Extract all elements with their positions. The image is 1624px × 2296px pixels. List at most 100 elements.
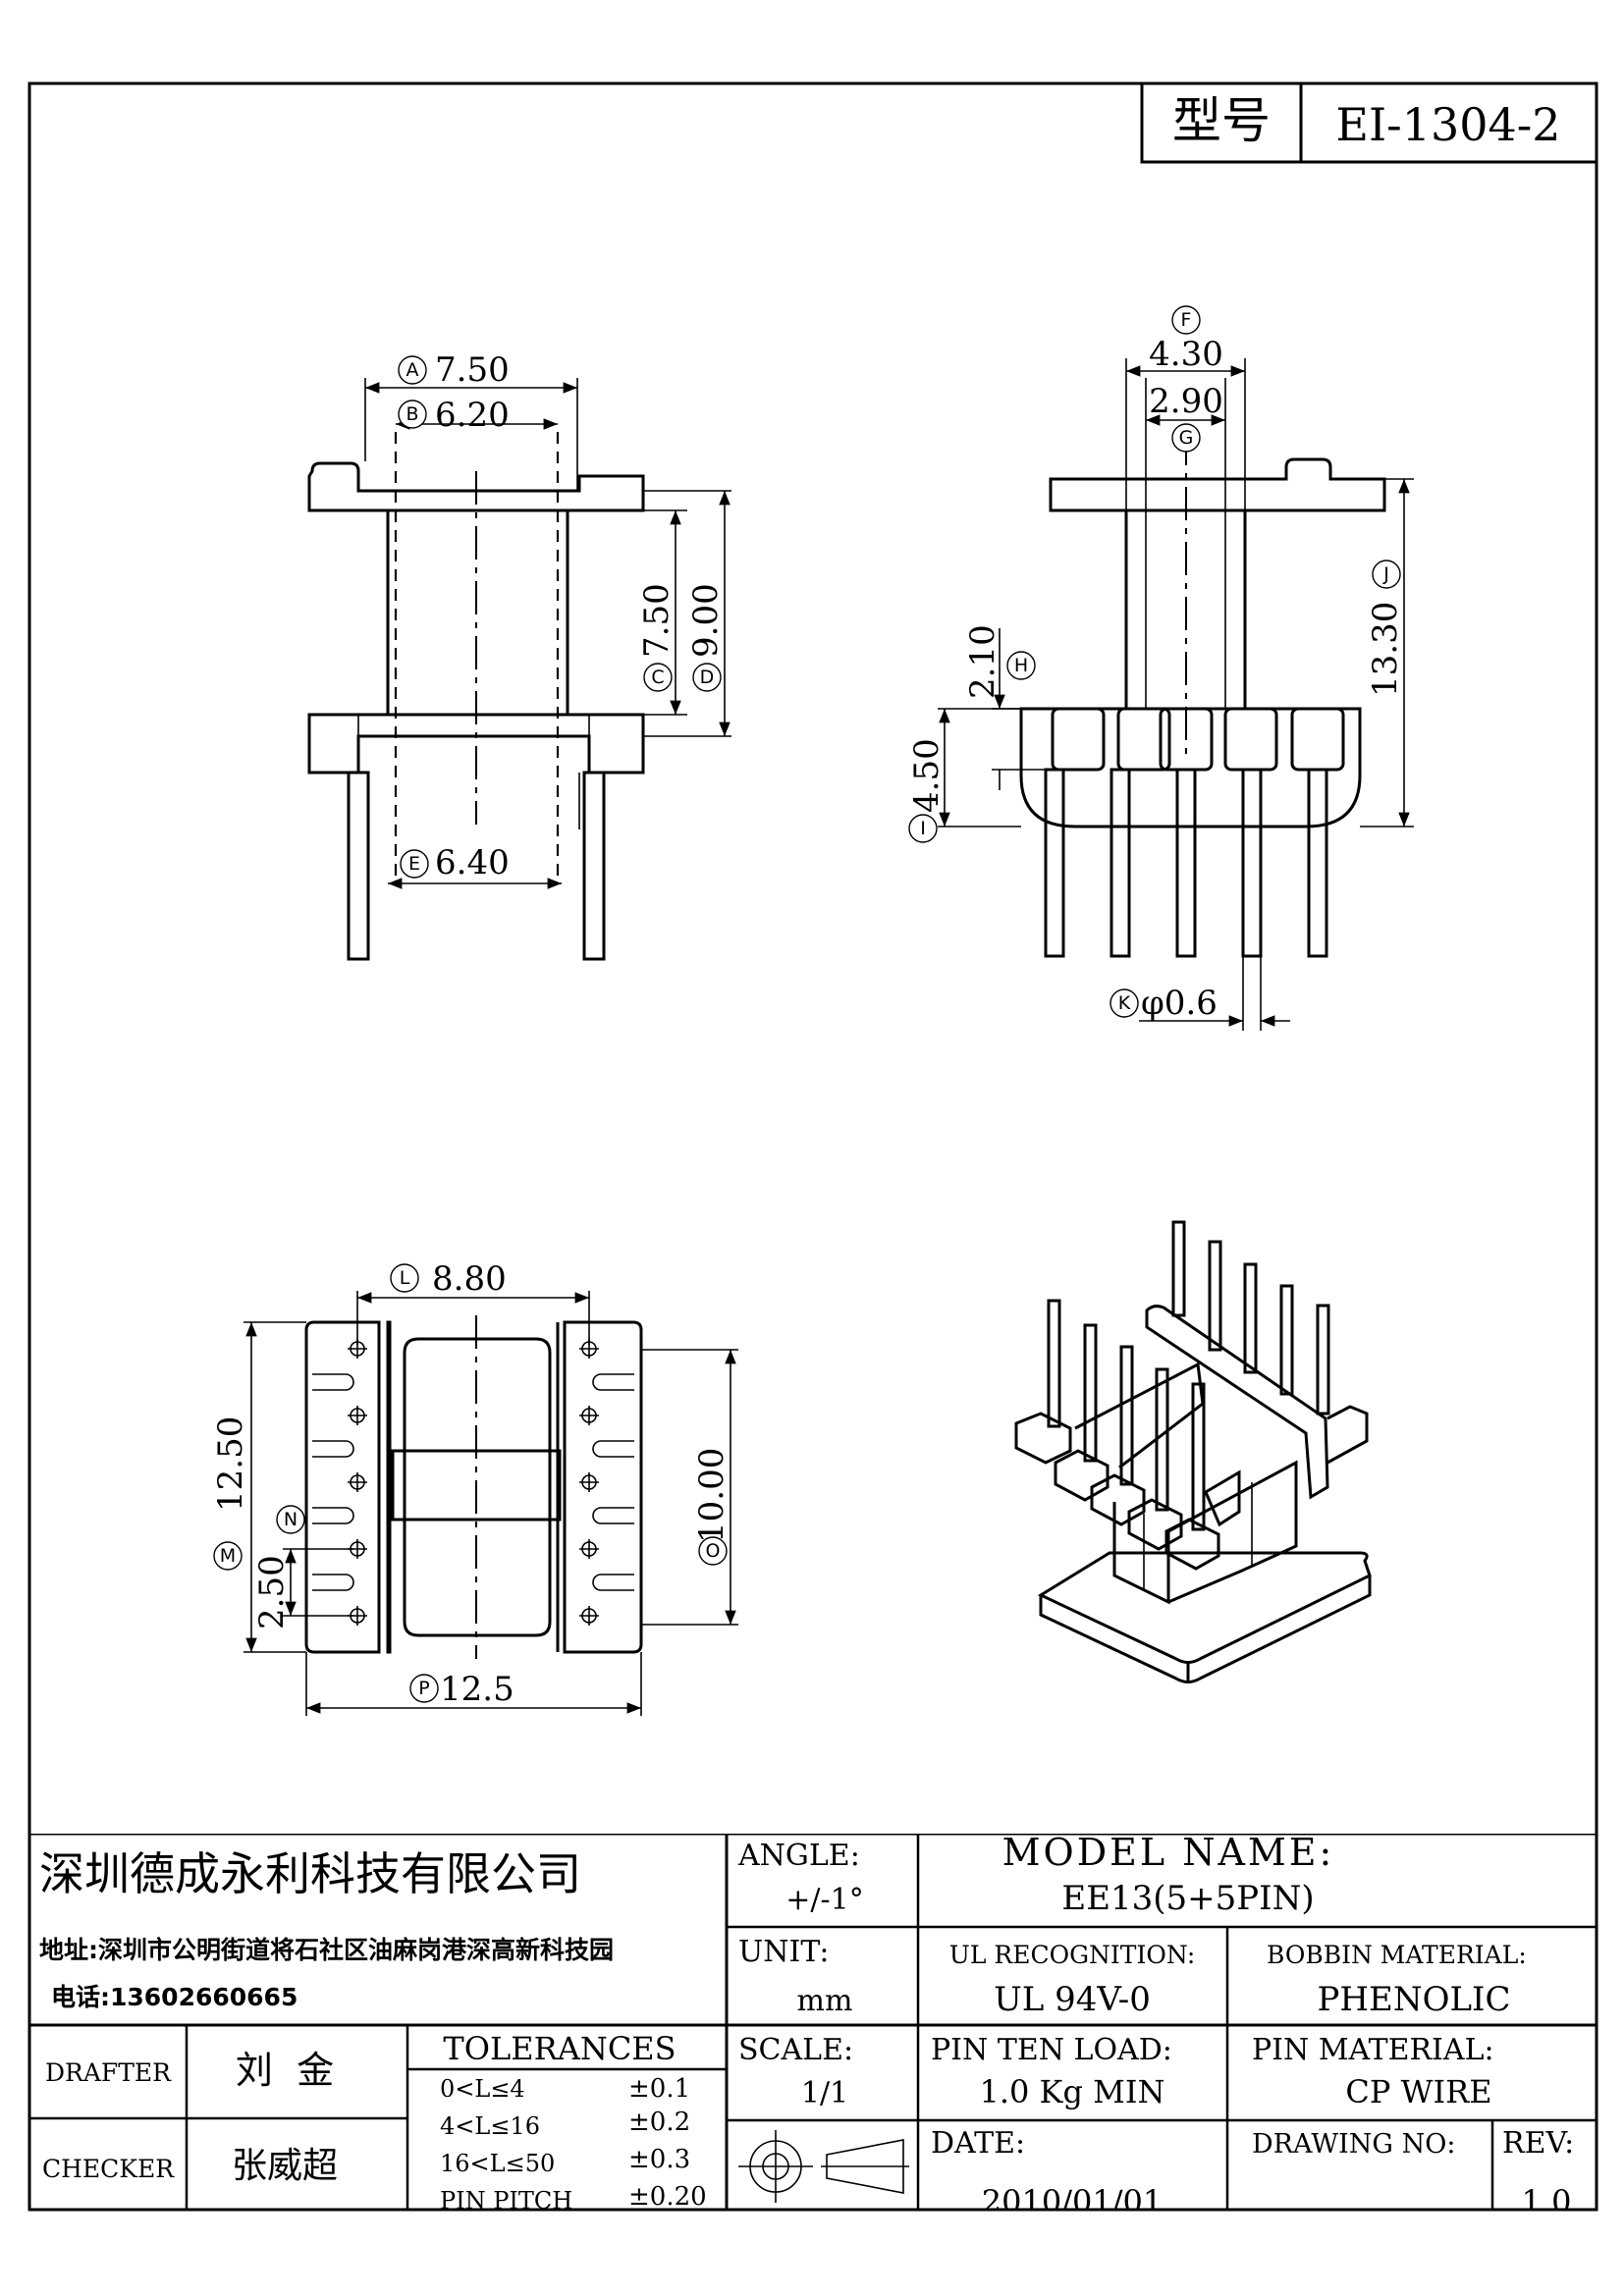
dim-I-value: 4.50 (907, 738, 947, 813)
dim-N-value: 2.50 (252, 1555, 292, 1629)
dim-L-value: 8.80 (432, 1259, 507, 1299)
date-value: 2010/01/01 (982, 2183, 1163, 2220)
dim-O-marker: O (698, 1536, 728, 1566)
svg-text:M: M (220, 1545, 236, 1567)
dim-B-value: 6.20 (435, 396, 510, 435)
side-view: F 4.30 2.90 G 2.10 H 4.50 I 13.30 J K φ0… (907, 305, 1414, 1031)
bobbin-label: BOBBIN MATERIAL: (1267, 1941, 1527, 1969)
front-view: A 7.50 B 6.20 7.50 C 9.00 D E 6.40 (307, 350, 731, 961)
tolerance-value-1: ±0.1 (628, 2074, 690, 2104)
isometric-view (1014, 1220, 1372, 1683)
tolerance-value-4: ±0.20 (628, 2182, 707, 2212)
scale-value: 1/1 (801, 2076, 848, 2110)
dim-J-value: 13.30 (1366, 602, 1405, 697)
tolerance-range-2: 4<L≤16 (440, 2112, 540, 2140)
dim-F-marker: F (1171, 305, 1201, 335)
svg-text:L: L (400, 1267, 410, 1289)
svg-text:N: N (284, 1509, 298, 1530)
dim-A-marker: A (398, 355, 427, 385)
unit-label: UNIT: (738, 1935, 829, 1969)
svg-text:B: B (406, 403, 418, 425)
dim-B-marker: B (398, 400, 427, 429)
pin-holes (348, 1339, 599, 1626)
model-name-label: MODEL NAME: (1002, 1831, 1335, 1874)
checker-label: CHECKER (42, 2155, 175, 2183)
svg-text:C: C (651, 667, 664, 688)
angle-label: ANGLE: (737, 1839, 860, 1873)
company-name: 深圳德成永利科技有限公司 (39, 1847, 581, 1900)
dim-E-value: 6.40 (435, 843, 510, 882)
dim-K-value: φ0.6 (1141, 984, 1218, 1023)
dim-H-value: 2.10 (963, 624, 1002, 699)
dim-G-value: 2.90 (1149, 382, 1223, 421)
tolerance-range-4: PIN PITCH (440, 2187, 572, 2215)
dim-I-marker: I (908, 814, 938, 843)
dim-K-marker: K (1110, 988, 1139, 1018)
dim-O-value: 10.00 (692, 1448, 731, 1543)
checker-value: 张威超 (232, 2146, 338, 2186)
tolerances-label: TOLERANCES (443, 2030, 676, 2067)
right-pin-slots (592, 1373, 634, 1591)
bobbin-value: PHENOLIC (1318, 1980, 1511, 2019)
angle-value: +/-1° (785, 1883, 863, 1917)
pin-load-value: 1.0 Kg MIN (979, 2073, 1164, 2110)
drafter-value: 刘 金 (236, 2049, 334, 2092)
svg-text:O: O (706, 1540, 721, 1562)
svg-text:H: H (1014, 655, 1028, 676)
pin-material-value: CP WIRE (1345, 2073, 1491, 2110)
dim-M-value: 12.50 (211, 1416, 250, 1512)
dim-N-marker: N (276, 1505, 305, 1534)
model-box-label: 型号 (1172, 92, 1271, 149)
svg-text:F: F (1181, 309, 1192, 331)
ul-value: UL 94V-0 (994, 1980, 1151, 2019)
company-address: 地址:深圳市公明街道将石社区油麻岗港深高新科技园 (39, 1936, 614, 1964)
bottom-view: L 8.80 12.50 M 2.50 N 10.00 O P 12.5 (211, 1259, 738, 1716)
dim-P-marker: P (409, 1674, 439, 1703)
pin-material-label: PIN MATERIAL: (1252, 2033, 1494, 2067)
dim-C-value: 7.50 (637, 583, 677, 658)
dim-G-marker: G (1171, 423, 1201, 453)
tolerance-value-2: ±0.2 (628, 2108, 690, 2137)
drawing-frame (27, 81, 1598, 2212)
svg-text:A: A (406, 359, 419, 381)
svg-text:I: I (920, 818, 926, 839)
svg-text:E: E (408, 853, 420, 875)
tolerance-range-1: 0<L≤4 (440, 2075, 525, 2103)
left-pin-slots (312, 1373, 354, 1591)
dim-F-value: 4.30 (1149, 335, 1223, 374)
svg-text:K: K (1118, 992, 1131, 1014)
company-phone: 电话:13602660665 (51, 1983, 298, 2011)
dim-L-marker: L (390, 1263, 419, 1293)
model-box: 型号 EI-1304-2 (1140, 81, 1598, 164)
iso-back-pins (1171, 1220, 1330, 1415)
model-name-value: EE13(5+5PIN) (1061, 1879, 1314, 1918)
dim-D-value: 9.00 (686, 583, 726, 658)
tolerance-range-3: 16<L≤50 (440, 2150, 555, 2177)
projection-symbol-icon (738, 2130, 909, 2203)
rev-value: 1.0 (1522, 2183, 1572, 2220)
svg-text:D: D (700, 667, 715, 688)
unit-value: mm (797, 1984, 853, 2018)
dim-C-marker: C (643, 663, 673, 692)
ul-label: UL RECOGNITION: (949, 1941, 1196, 1969)
svg-text:G: G (1179, 427, 1194, 449)
svg-text:P: P (418, 1678, 429, 1699)
dim-E-marker: E (400, 849, 429, 879)
pin-load-label: PIN TEN LOAD: (931, 2033, 1172, 2067)
side-view-pins (1044, 768, 1328, 958)
dim-D-marker: D (692, 663, 722, 692)
side-view-terminals (1051, 707, 1345, 772)
scale-label: SCALE: (738, 2033, 853, 2067)
title-block: 深圳德成永利科技有限公司 地址:深圳市公明街道将石社区油麻岗港深高新科技园 电话… (29, 1831, 1597, 2220)
svg-text:J: J (1382, 563, 1389, 585)
dim-M-marker: M (213, 1541, 243, 1571)
iso-front-pins (1047, 1299, 1206, 1531)
drafter-label: DRAFTER (45, 2058, 172, 2087)
date-label: DATE: (931, 2126, 1025, 2161)
dim-A-value: 7.50 (435, 350, 510, 390)
tolerance-value-3: ±0.3 (628, 2145, 690, 2174)
model-box-value: EI-1304-2 (1335, 98, 1560, 151)
drawing-no-label: DRAWING NO: (1252, 2129, 1455, 2160)
dim-J-marker: J (1372, 560, 1401, 589)
